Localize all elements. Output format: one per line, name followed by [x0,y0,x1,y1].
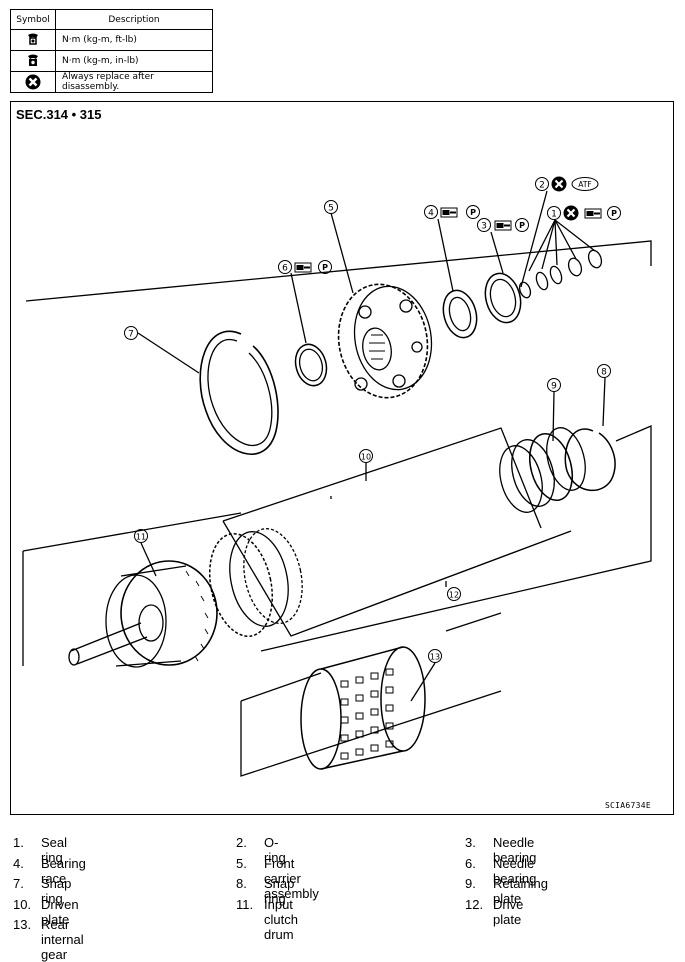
atf-label: ATF [578,180,591,189]
legend-row-description: Always replace after disassembly. [55,71,213,93]
symbol-legend-table: Symbol Description N·m (kg-m, ft-lb) N·m… [10,9,213,93]
part-number: 3. [465,835,476,850]
exploded-view-frame: SEC.314 • 315 [10,101,674,815]
part-name: Drive plate [493,897,524,927]
callout-2: 2 [539,181,545,191]
callout-7: 7 [128,330,134,340]
callout-13: 13 [430,653,440,662]
replace-icon [25,74,41,90]
petroleum-jelly-label: P [519,221,525,230]
legend-header-symbol: Symbol [10,9,56,30]
part-name: Snap ring [264,876,295,906]
part-number: 7. [13,876,24,891]
part-number: 12. [465,897,484,912]
torque-icon [440,207,458,218]
legend-row-description: N·m (kg-m, ft-lb) [55,29,213,51]
part-number: 13. [13,917,32,932]
petroleum-jelly-label: P [322,263,328,272]
callout-6: 6 [282,264,288,274]
callout-9: 9 [551,382,557,392]
part-number: 5. [236,856,247,871]
callout-11: 11 [136,533,146,542]
part-name: Rear internal gear [41,917,84,962]
part-number: 10. [13,897,32,912]
part-name: Snap ring [41,876,72,906]
callout-3: 3 [481,222,487,232]
petroleum-jelly-label: P [470,208,476,217]
figure-code: SCIA6734E [604,801,651,810]
part-number: 11. [236,897,254,912]
torque-icon [294,262,312,273]
callout-5: 5 [328,204,334,214]
replace-icon [563,205,579,221]
atf-badge: ATF [571,177,599,191]
part-name: Input clutch drum [264,897,298,942]
part-name: Needle bearing [493,835,537,865]
part-name: Seal ring [41,835,68,865]
callout-10: 10 [361,453,371,462]
petroleum-jelly-label: P [611,209,617,218]
callout-markers [124,177,611,663]
torque-ft-lb-icon [28,33,38,45]
part-number: 6. [465,856,476,871]
part-name: O-ring [264,835,286,865]
legend-row-description: N·m (kg-m, in-lb) [55,50,213,72]
part-name: Retaining plate [493,876,548,906]
torque-icon [494,220,512,231]
callout-1: 1 [551,210,557,220]
part-number: 4. [13,856,24,871]
exploded-diagram: 1 2 3 4 5 6 7 8 9 10 11 12 13 ATF [22,176,652,777]
part-number: 1. [13,835,24,850]
part-name: Bearing race [41,856,86,886]
section-label: SEC.314 • 315 [16,107,102,122]
part-number: 2. [236,835,247,850]
torque-icon [584,208,602,219]
callout-8: 8 [601,368,607,378]
part-name: Needle bearing [493,856,537,886]
part-number: 8. [236,876,247,891]
torque-in-lb-icon [28,54,38,66]
callout-4: 4 [428,209,434,219]
legend-header-description: Description [55,9,213,30]
callout-12: 12 [449,591,459,600]
replace-icon [551,176,567,192]
part-name: Front carrier assembly [264,856,319,901]
part-number: 9. [465,876,476,891]
part-name: Driven plate [41,897,79,927]
